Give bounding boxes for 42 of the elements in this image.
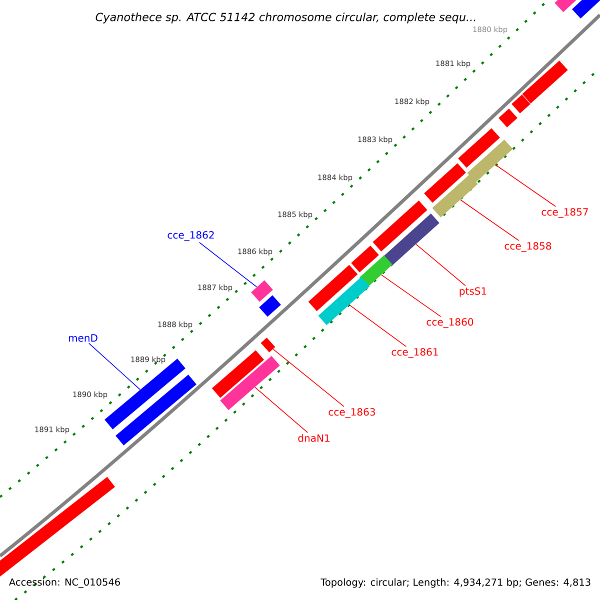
gene-label: menD xyxy=(68,334,98,342)
gene-label: cce_1863 xyxy=(328,408,375,418)
leader-line xyxy=(349,304,407,347)
leader-line xyxy=(460,199,520,241)
gene-bar xyxy=(522,60,568,104)
gene-bar xyxy=(572,0,600,19)
gene-label: cce_1858 xyxy=(504,242,552,252)
gene-bar xyxy=(220,356,280,410)
gene-bar xyxy=(458,128,500,168)
gene-bar xyxy=(424,163,466,203)
leader-line xyxy=(381,274,442,317)
gene-bar xyxy=(498,108,518,128)
gene-bar xyxy=(512,94,530,114)
gene-bar xyxy=(212,350,264,398)
gene-bar xyxy=(259,295,281,317)
leader-line xyxy=(416,244,466,286)
title: Cyanothece sp. ATCC 51142 chromosome circular, complete sequ... xyxy=(94,11,478,25)
footer-text: Accession: NC_010546 xyxy=(9,578,120,588)
gene-bar xyxy=(260,338,276,352)
gene-bar xyxy=(0,476,115,580)
footer-text: Topology: circular; Length: 4,934,271 bp; Genes: 4,813 xyxy=(320,578,590,588)
gene-bar xyxy=(308,264,358,312)
gene-label: cce_1857 xyxy=(542,208,588,218)
leader-line xyxy=(495,164,556,207)
leader-line xyxy=(272,348,344,407)
gene-bar xyxy=(251,280,273,302)
gene-bar xyxy=(318,276,370,326)
gene-label: cce_1861 xyxy=(392,348,438,358)
leader-line xyxy=(88,342,140,390)
gene-bar xyxy=(372,200,428,252)
gene-bar xyxy=(360,255,392,287)
leader-line xyxy=(198,242,258,288)
gene-bar xyxy=(351,246,379,272)
gene-bar xyxy=(432,174,478,218)
gene-bar xyxy=(467,140,513,182)
gene-label: dnaN1 xyxy=(298,434,330,442)
gene-label: cce_1862 xyxy=(168,231,214,241)
gene-bar xyxy=(116,374,196,446)
leader-line xyxy=(254,386,308,433)
gene-label: cce_1860 xyxy=(426,318,474,328)
gene-label: ptsS1 xyxy=(460,287,486,297)
gene-bar xyxy=(382,214,440,266)
